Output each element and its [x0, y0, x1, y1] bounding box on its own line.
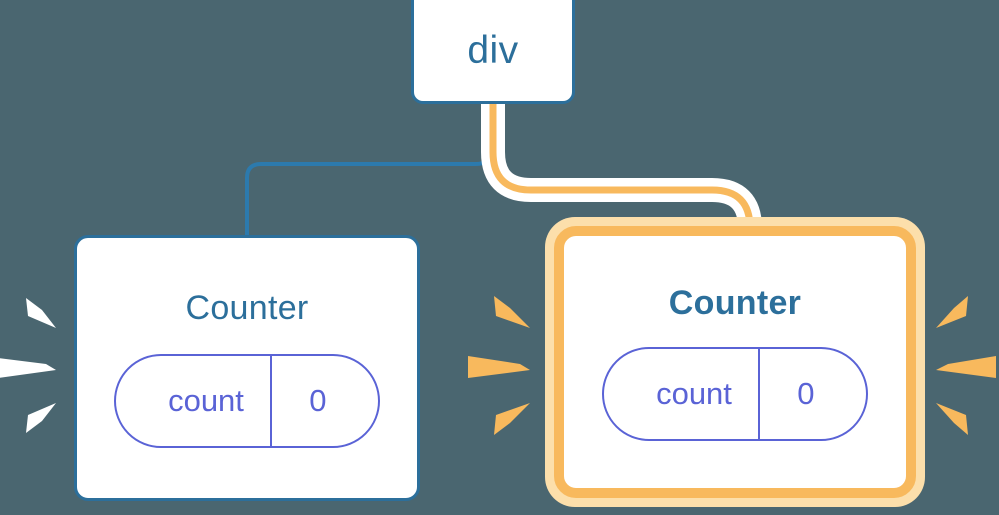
node-counter-right-label: Counter: [668, 283, 802, 322]
state-pill-left: count 0: [114, 353, 380, 448]
node-div-label: div: [467, 28, 519, 72]
node-counter-right-highlight-halo: Counter count 0: [545, 217, 925, 507]
node-counter-left-label: Counter: [185, 288, 309, 327]
state-value-right: 0: [757, 348, 866, 439]
sparkle-burst-white-icon: [0, 298, 56, 433]
sparkle-burst-orange-icon: [936, 296, 996, 435]
state-value-left: 0: [269, 355, 378, 446]
state-key-left: count: [168, 382, 244, 418]
sparkle-burst-orange-icon: [468, 296, 530, 435]
state-key-right: count: [656, 375, 732, 411]
node-div[interactable]: div: [411, 0, 575, 104]
edge-div-to-counter-left: [245, 102, 492, 238]
node-counter-right[interactable]: Counter count 0: [554, 226, 916, 498]
state-pill-right: count 0: [602, 346, 868, 441]
node-counter-left[interactable]: Counter count 0: [74, 235, 420, 501]
edge-div-to-counter-right: [489, 104, 754, 250]
